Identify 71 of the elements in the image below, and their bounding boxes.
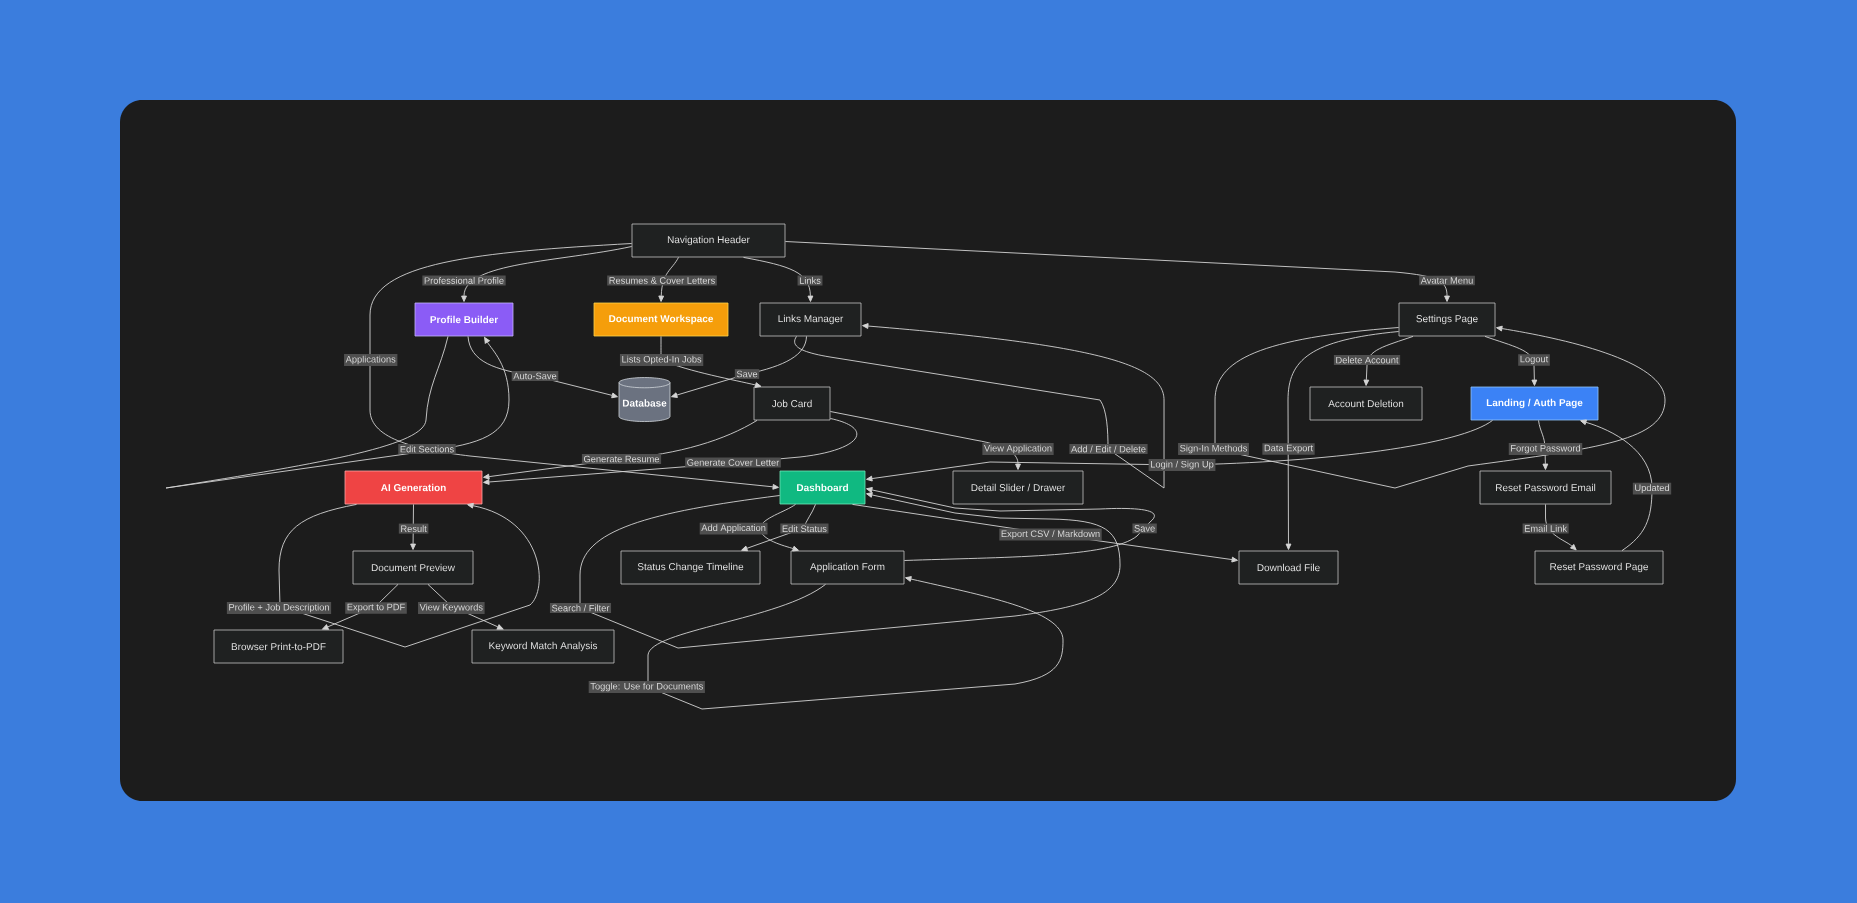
edge-label: Save — [734, 369, 760, 379]
edge-label: Avatar Menu — [1419, 275, 1475, 286]
edge-label: Edit Status — [780, 523, 829, 534]
arrow — [647, 576, 1064, 710]
arrow — [1538, 419, 1549, 470]
edge-label: Logout — [1518, 354, 1550, 366]
database-cylinder: Database — [618, 377, 671, 422]
edge-label: Professional Profile — [422, 275, 506, 286]
process-box: Reset Password Email — [1479, 470, 1612, 505]
edge-label: Delete Account — [1333, 355, 1401, 365]
arrow — [1580, 419, 1653, 552]
process-box: Links Manager — [759, 302, 862, 337]
edge-label: Resumes & Cover Letters — [607, 275, 717, 286]
arrow — [165, 335, 510, 489]
edge-label: Applications — [344, 354, 398, 366]
arrow — [410, 503, 416, 550]
edge-label: Generate Cover Letter — [685, 457, 781, 468]
process-box: Landing / Auth Page — [1470, 386, 1599, 421]
process-box: Profile Builder — [414, 302, 514, 337]
edge-label: Data Export — [1262, 443, 1315, 455]
process-box: Account Deletion — [1309, 386, 1423, 421]
edge-label: Toggle: Use for Documents — [588, 681, 705, 693]
edge-label: Login / Sign Up — [1148, 459, 1216, 471]
arrow — [1545, 503, 1577, 551]
arrow — [461, 246, 633, 302]
edge-label: Edit Sections — [398, 444, 456, 454]
process-box: Reset Password Page — [1534, 550, 1664, 585]
arrow — [1214, 325, 1666, 489]
arrow — [579, 492, 1121, 649]
arrow — [1484, 335, 1538, 386]
edge-label: Profile + Job Description — [226, 602, 332, 614]
arrow — [278, 502, 540, 648]
arrow — [1363, 335, 1414, 386]
edge-label: Add / Edit / Delete — [1069, 444, 1148, 454]
arrow — [671, 335, 807, 398]
arrow — [743, 256, 814, 302]
process-box: Download File — [1238, 550, 1339, 585]
edge-label: Sign-In Methods — [1178, 443, 1249, 455]
process-box: Navigation Header — [631, 223, 786, 258]
process-box: Dashboard — [779, 470, 866, 505]
arrow — [741, 503, 816, 552]
arrow — [658, 256, 679, 302]
arrow — [369, 243, 779, 490]
process-box: AI Generation — [344, 470, 483, 505]
arrow — [794, 323, 1165, 489]
edge-label: Lists Opted-In Jobs — [619, 354, 704, 366]
process-box: Settings Page — [1398, 302, 1496, 337]
edge-label: Export to PDF — [345, 602, 407, 614]
edge-label: Auto-Save — [511, 371, 559, 381]
process-box: Status Change Timeline — [620, 550, 761, 585]
process-box: Browser Print-to-PDF — [213, 629, 344, 664]
edge-label: Links — [797, 275, 823, 286]
edge-label: View Application — [982, 443, 1054, 455]
edge-label: View Keywords — [418, 602, 485, 614]
process-box: Document Workspace — [593, 302, 729, 337]
edge-label: Save — [1132, 523, 1157, 534]
arrow — [829, 411, 1021, 470]
arrow — [784, 241, 1450, 302]
edge-label: Email Link — [1522, 523, 1569, 534]
arrow — [1285, 331, 1400, 550]
edge-label: Search / Filter — [549, 603, 612, 614]
edge-label: Forgot Password — [1508, 443, 1583, 455]
process-box: Document Preview — [352, 550, 474, 585]
process-box: Detail Slider / Drawer — [952, 470, 1084, 505]
process-box: Job Card — [753, 386, 831, 421]
process-box: Application Form — [790, 550, 905, 585]
arrow — [866, 487, 1155, 561]
edge-label: Result — [398, 523, 429, 534]
process-box: Keyword Match Analysis — [471, 629, 615, 664]
arrow — [866, 419, 1493, 482]
edge-label: Generate Resume — [581, 454, 662, 464]
